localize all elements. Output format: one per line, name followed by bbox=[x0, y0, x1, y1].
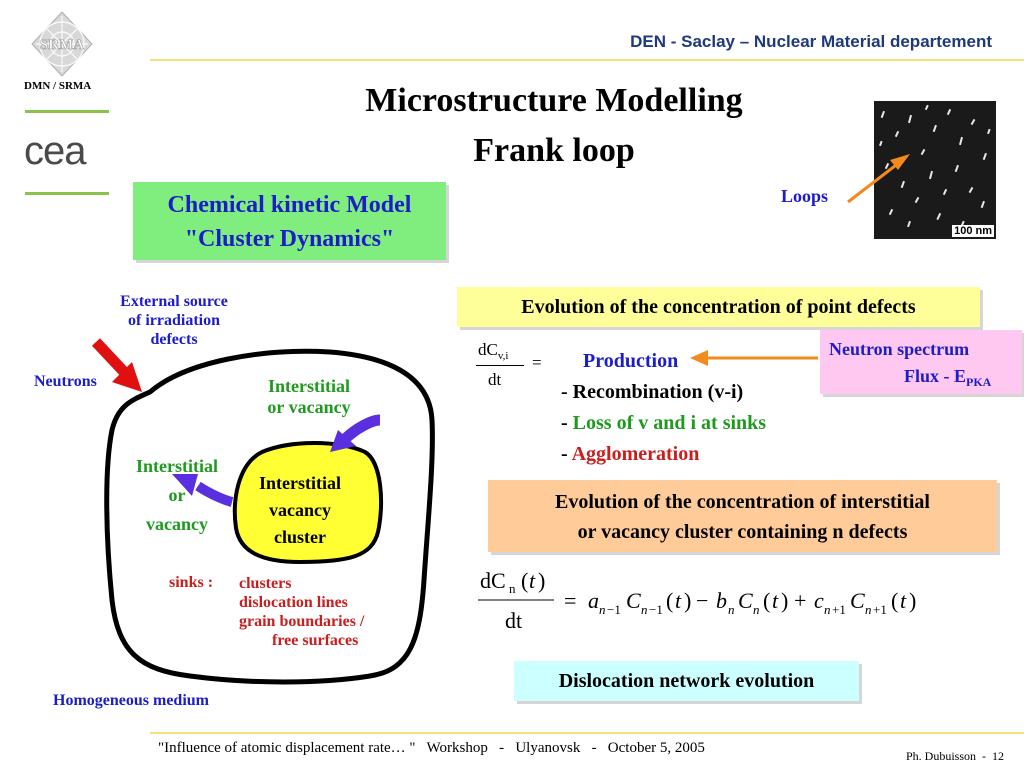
interstitial-vacancy-left-label: Interstitial or vacancy bbox=[136, 456, 218, 534]
svg-text:n: n bbox=[728, 602, 735, 617]
svg-text:t: t bbox=[772, 588, 779, 613]
svg-text:+1: +1 bbox=[873, 602, 887, 617]
svg-text:): ) bbox=[538, 568, 545, 593]
external-source-label: External source of irradiation defects bbox=[120, 293, 228, 348]
svg-text:n: n bbox=[865, 602, 872, 617]
term-recombination: - Recombination (v-i) bbox=[561, 381, 744, 403]
loops-pointer-arrow bbox=[847, 154, 910, 204]
eq1-denominator: dt bbox=[488, 370, 502, 389]
medium-outline bbox=[104, 348, 435, 685]
svg-text:): ) bbox=[684, 588, 691, 613]
footer-text: "Influence of atomic displacement rate… … bbox=[158, 740, 705, 756]
svg-text:n: n bbox=[824, 602, 831, 617]
dmn-label: DMN / SRMA bbox=[24, 80, 92, 92]
neutrons-label: Neutrons bbox=[34, 373, 97, 390]
term-agglomeration: - Agglomeration bbox=[561, 443, 700, 465]
cea-logo: cea bbox=[24, 129, 110, 177]
svg-text:b: b bbox=[716, 588, 727, 613]
svg-text:=: = bbox=[564, 588, 576, 613]
svg-text:(: ( bbox=[521, 568, 528, 593]
svg-text:+: + bbox=[794, 588, 806, 613]
eq1-numerator: dCv,i bbox=[478, 340, 509, 362]
production-pointer-arrow bbox=[690, 350, 818, 366]
slide-subtitle: Frank loop bbox=[473, 132, 635, 169]
svg-text:n: n bbox=[753, 602, 760, 617]
svg-text:): ) bbox=[781, 588, 788, 613]
svg-text:c: c bbox=[814, 588, 824, 613]
footer-rule bbox=[150, 732, 1024, 734]
svg-text:−: − bbox=[696, 588, 708, 613]
svg-text:C: C bbox=[738, 588, 753, 613]
svg-text:n: n bbox=[641, 602, 648, 617]
model-box-line2: "Cluster Dynamics" bbox=[184, 226, 395, 252]
svg-text:−1: −1 bbox=[607, 602, 621, 617]
svg-text:t: t bbox=[675, 588, 682, 613]
svg-text:dt: dt bbox=[505, 608, 522, 633]
cea-logo-text: cea bbox=[24, 132, 87, 172]
sinks-label: sinks : bbox=[169, 574, 214, 591]
neutron-spectrum-box: Neutron spectrum Flux - EPKA bbox=[820, 330, 1022, 394]
svg-text:n: n bbox=[599, 602, 606, 617]
svg-text:t: t bbox=[529, 568, 536, 593]
term-production: Production bbox=[583, 350, 679, 372]
svg-text:C: C bbox=[850, 588, 865, 613]
header-rule bbox=[150, 59, 1024, 61]
scale-bar-label: 100 nm bbox=[952, 225, 994, 237]
external-source-arrow bbox=[91, 338, 142, 392]
model-box-line1: Chemical kinetic Model bbox=[167, 192, 412, 218]
svg-text:(: ( bbox=[763, 588, 770, 613]
point-defects-terms: Production - Recombination (v-i) - Loss … bbox=[561, 346, 766, 470]
footer-author-page: Ph. Dubuisson - 12 bbox=[905, 749, 1004, 763]
eq1-equals: = bbox=[532, 353, 542, 372]
srma-logo-text: SRMA bbox=[40, 37, 84, 53]
emission-arrow bbox=[172, 474, 234, 507]
dislocation-network-box: Dislocation network evolution bbox=[514, 661, 859, 701]
svg-text:+1: +1 bbox=[832, 602, 846, 617]
green-divider-bottom bbox=[25, 192, 109, 195]
svg-text:C: C bbox=[626, 588, 641, 613]
term-loss-at-sinks: - Loss of v and i at sinks bbox=[561, 412, 767, 434]
cluster-concentration-box: Evolution of the concentration of inters… bbox=[488, 480, 997, 552]
svg-text:−1: −1 bbox=[649, 602, 663, 617]
header-title: DEN - Saclay – Nuclear Material departem… bbox=[630, 32, 992, 51]
svg-text:): ) bbox=[909, 588, 916, 613]
tem-micrograph: 100 nm bbox=[874, 101, 996, 239]
point-defects-equation: dCv,i dt = bbox=[474, 340, 564, 400]
cluster-dynamics-equation: dC n (t) dt = a n−1 C n−1 (t) − b n C n … bbox=[478, 564, 998, 634]
point-defects-box: Evolution of the concentration of point … bbox=[457, 287, 980, 327]
homogeneous-medium-label: Homogeneous medium bbox=[53, 692, 209, 709]
interstitial-vacancy-top-label: Interstitial or vacancy bbox=[267, 376, 351, 417]
cluster-label: Interstitial vacancy cluster bbox=[259, 473, 341, 547]
loops-label: Loops bbox=[781, 186, 829, 206]
sinks-list: clusters dislocation lines grain boundar… bbox=[239, 575, 365, 649]
flux-label: Flux - EPKA bbox=[904, 366, 992, 389]
srma-logo: SRMA bbox=[28, 10, 96, 78]
svg-text:dC: dC bbox=[480, 568, 506, 593]
eq1-fraction-bar bbox=[476, 365, 524, 366]
model-box: Chemical kinetic Model "Cluster Dynamics… bbox=[133, 182, 446, 260]
svg-text:(: ( bbox=[891, 588, 898, 613]
svg-text:a: a bbox=[588, 588, 599, 613]
slide-title: Microstructure Modelling bbox=[365, 82, 743, 119]
svg-text:t: t bbox=[900, 588, 907, 613]
svg-text:n: n bbox=[509, 581, 516, 596]
svg-text:(: ( bbox=[666, 588, 673, 613]
green-divider-top bbox=[25, 110, 109, 113]
absorption-arrow bbox=[330, 414, 381, 452]
